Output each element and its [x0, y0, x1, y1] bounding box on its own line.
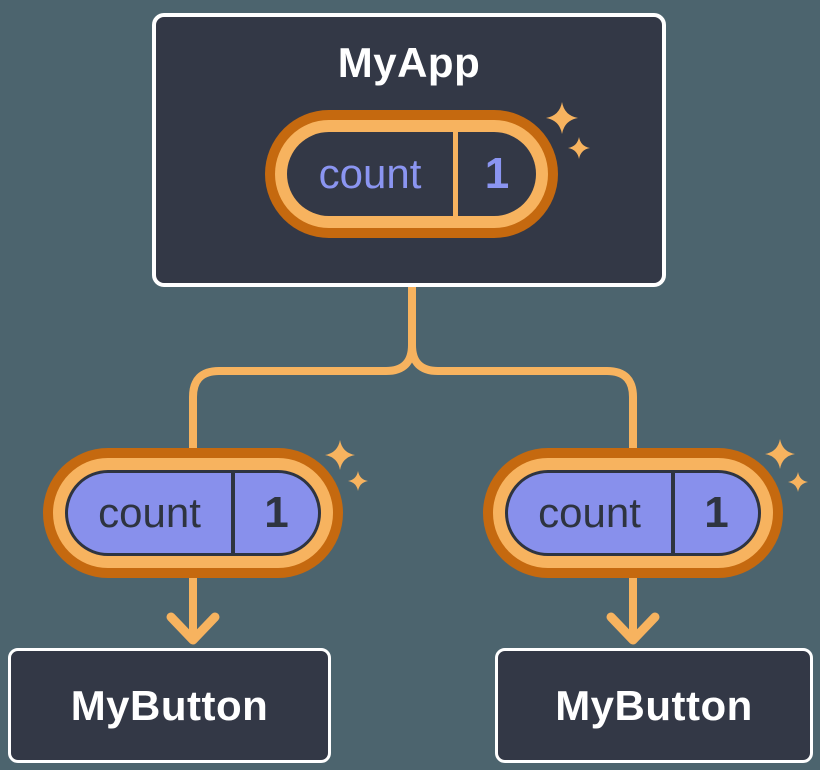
root-state-pill: count 1: [265, 110, 558, 238]
sparkle-icon: [348, 471, 368, 491]
left-prop-pill: count 1: [43, 448, 343, 578]
myapp-title: MyApp: [337, 39, 481, 86]
left-prop-label: count: [98, 489, 201, 536]
right-prop-pill-ring: count 1: [493, 458, 773, 568]
connector-root-to-right-child: [408, 281, 637, 456]
right-prop-divider: [671, 473, 675, 553]
sparkle-icon: [765, 439, 795, 469]
connector-root-to-left-child: [189, 281, 416, 456]
root-state-pill-ring: count 1: [275, 120, 548, 228]
arrow-down-left-icon: [166, 612, 220, 645]
right-prop-label: count: [538, 489, 641, 536]
mybutton-right-card: MyButton: [495, 648, 813, 763]
right-prop-value: 1: [704, 488, 729, 537]
left-prop-pill-ring: count 1: [53, 458, 333, 568]
arrow-down-right-icon: [606, 612, 660, 645]
sparkle-icon: [788, 472, 808, 492]
sparkle-icon: [325, 440, 355, 470]
left-prop-pill-body: count 1: [65, 470, 321, 556]
root-state-value: 1: [484, 149, 510, 198]
mybutton-left-title: MyButton: [70, 681, 269, 729]
root-state-pill-body: count 1: [287, 132, 536, 216]
right-prop-pill: count 1: [483, 448, 783, 578]
mybutton-left-card: MyButton: [8, 648, 331, 763]
root-state-divider: [453, 132, 458, 216]
left-prop-divider: [231, 473, 235, 553]
mybutton-right-title: MyButton: [555, 681, 753, 729]
left-prop-value: 1: [264, 488, 289, 537]
right-prop-pill-body: count 1: [505, 470, 761, 556]
root-state-label: count: [318, 150, 422, 197]
